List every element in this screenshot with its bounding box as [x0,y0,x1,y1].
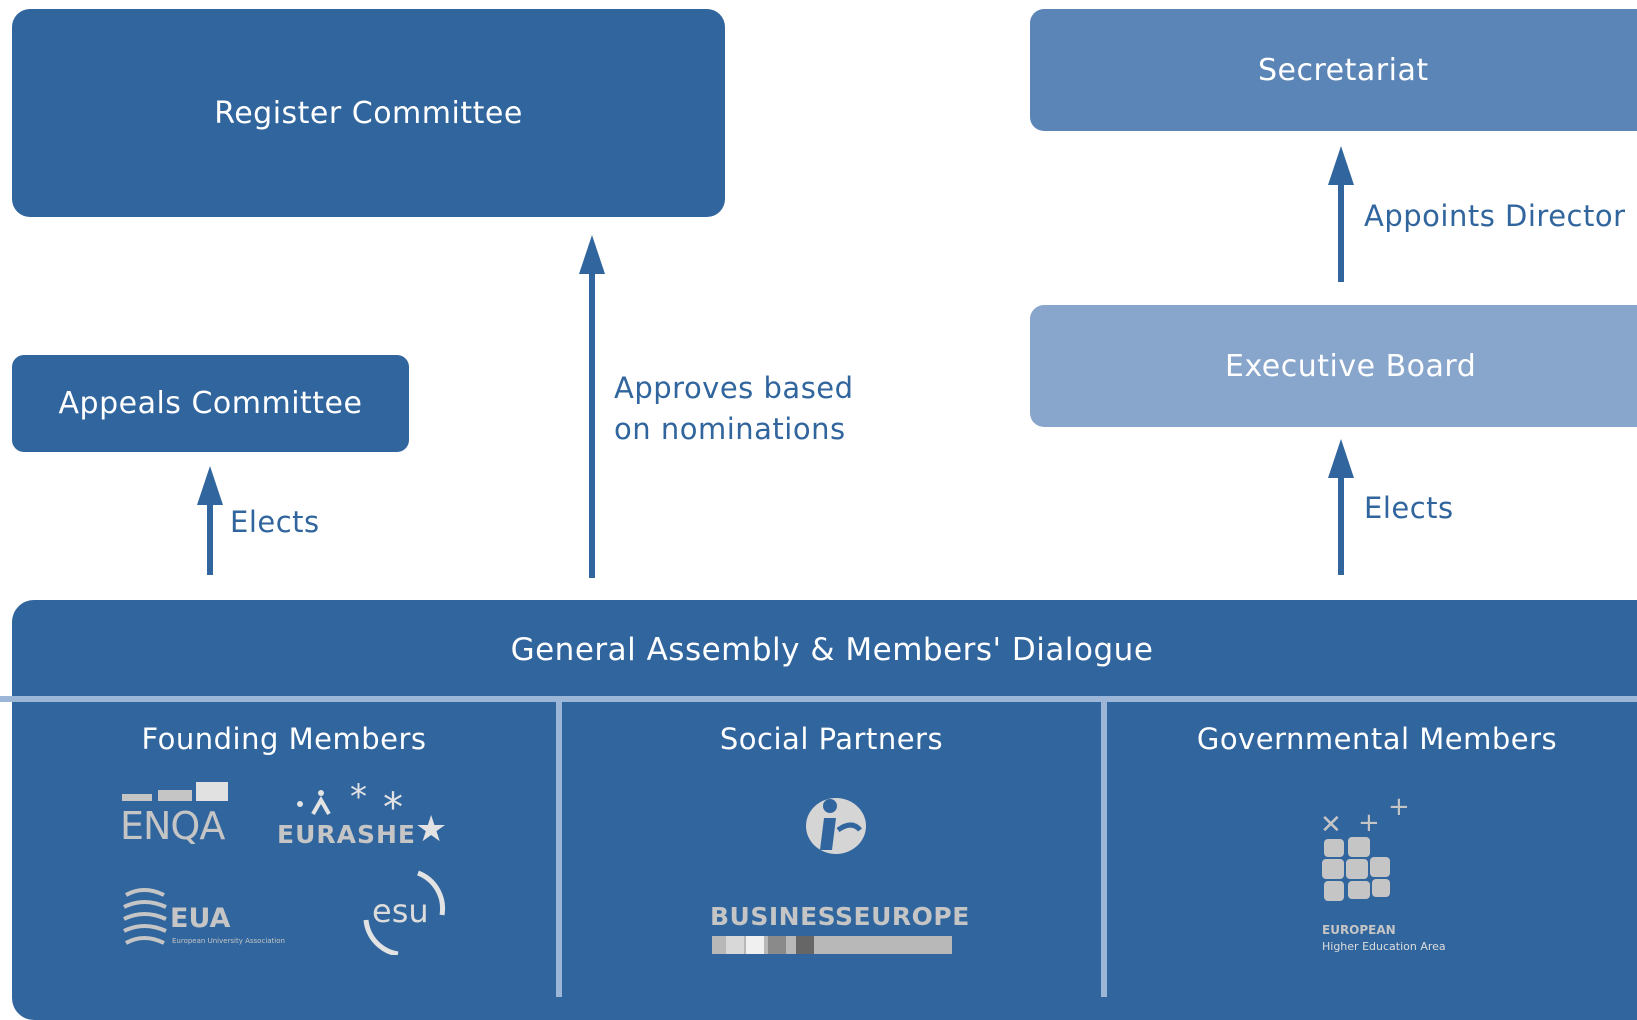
executive-board-label: Executive Board [1225,348,1477,384]
businesseurope-bar-segment [796,936,814,954]
approves-arrow [579,235,605,578]
eua-logo-text: EUA [170,903,231,934]
svg-text:+: + [1358,808,1380,838]
eurashe-stars-icon: * * [297,777,403,821]
businesseurope-emblem-icon [806,798,866,854]
svg-text:+: + [1388,795,1408,822]
register-committee-node: Register Committee [12,9,725,217]
founding-members-title: Founding Members [141,722,427,756]
secretariat-node: Secretariat [1030,9,1637,131]
enqa-logo-text: ENQA [120,804,225,848]
ehea-line2: Higher Education Area [1322,940,1446,953]
businesseurope-bar-segment [746,936,764,954]
appoints-director-label: Appoints Director [1364,199,1626,233]
ehea-logo: + + ✕ EUROPEAN Higher Education Area [1318,795,1468,955]
assembly-divider [0,696,1637,702]
businesseurope-bar [712,936,952,954]
approves-label-line1: Approves based [614,371,854,405]
eua-subtitle: European University Association [172,937,285,945]
column-divider-2 [1101,702,1107,997]
eurashe-star-icon: ★ [415,809,448,850]
executive-board-node: Executive Board [1030,305,1637,427]
esu-arcs-icon [363,870,446,955]
esu-logo: esu [358,870,458,955]
elects-board-label: Elects [1364,491,1454,525]
ehea-line1: EUROPEAN [1322,923,1396,937]
elects-appeals-label: Elects [230,505,320,539]
elects-appeals-arrow [197,466,223,575]
eua-logo: EUA European University Association [122,885,302,955]
secretariat-label: Secretariat [1258,52,1429,88]
eua-waves-icon [123,888,167,945]
enqa-logo: ENQA [120,782,230,852]
businesseurope-bar-segment [726,936,744,954]
esu-logo-text: esu [372,892,429,930]
svg-text:*: * [383,785,403,821]
governmental-members-title: Governmental Members [1196,722,1558,756]
eurashe-logo-text: EURASHE [277,820,416,849]
appeals-committee-label: Appeals Committee [58,386,363,421]
enqa-bar-3 [196,782,228,801]
social-partners-title: Social Partners [719,722,944,756]
businesseurope-bar-segment [768,936,786,954]
svg-text:*: * [350,777,367,817]
ehea-puzzle-stars-icon: + + ✕ [1320,795,1408,901]
appeals-committee-node: Appeals Committee [12,355,409,452]
column-divider-1 [556,702,562,997]
businesseurope-logo-text: BUSINESSEUROPE [710,902,970,931]
approves-label-line2: on nominations [614,412,846,446]
svg-text:✕: ✕ [1320,810,1342,840]
enqa-bar-1 [122,794,152,801]
eurashe-logo: * * EURASHE ★ [275,776,455,851]
businesseurope-logo: BUSINESSEUROPE [710,790,969,960]
elects-board-arrow [1328,439,1354,575]
enqa-bar-2 [158,790,192,801]
appoints-director-arrow [1328,146,1354,282]
general-assembly-label: General Assembly & Members' Dialogue [510,632,1154,668]
register-committee-label: Register Committee [214,95,523,131]
